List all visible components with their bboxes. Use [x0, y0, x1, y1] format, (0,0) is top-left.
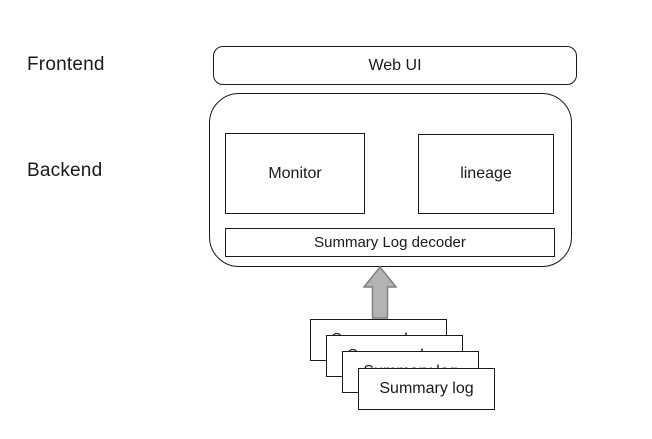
summary-log-label: Summary log [379, 380, 474, 397]
backend-label: Backend [27, 160, 103, 181]
monitor-label: Monitor [268, 164, 322, 182]
monitor-box: Monitor [225, 133, 365, 214]
up-arrow-icon [362, 266, 398, 319]
summary-log-card-front: Summary log [358, 368, 495, 410]
lineage-box: lineage [418, 134, 554, 214]
lineage-label: lineage [460, 165, 512, 182]
summary-log-decoder-box: Summary Log decoder [225, 228, 555, 257]
web-ui-label: Web UI [368, 56, 422, 74]
up-arrow-shape [362, 266, 398, 319]
web-ui-box: Web UI [213, 46, 577, 85]
summary-log-decoder-label: Summary Log decoder [314, 234, 466, 251]
frontend-label: Frontend [27, 54, 105, 75]
